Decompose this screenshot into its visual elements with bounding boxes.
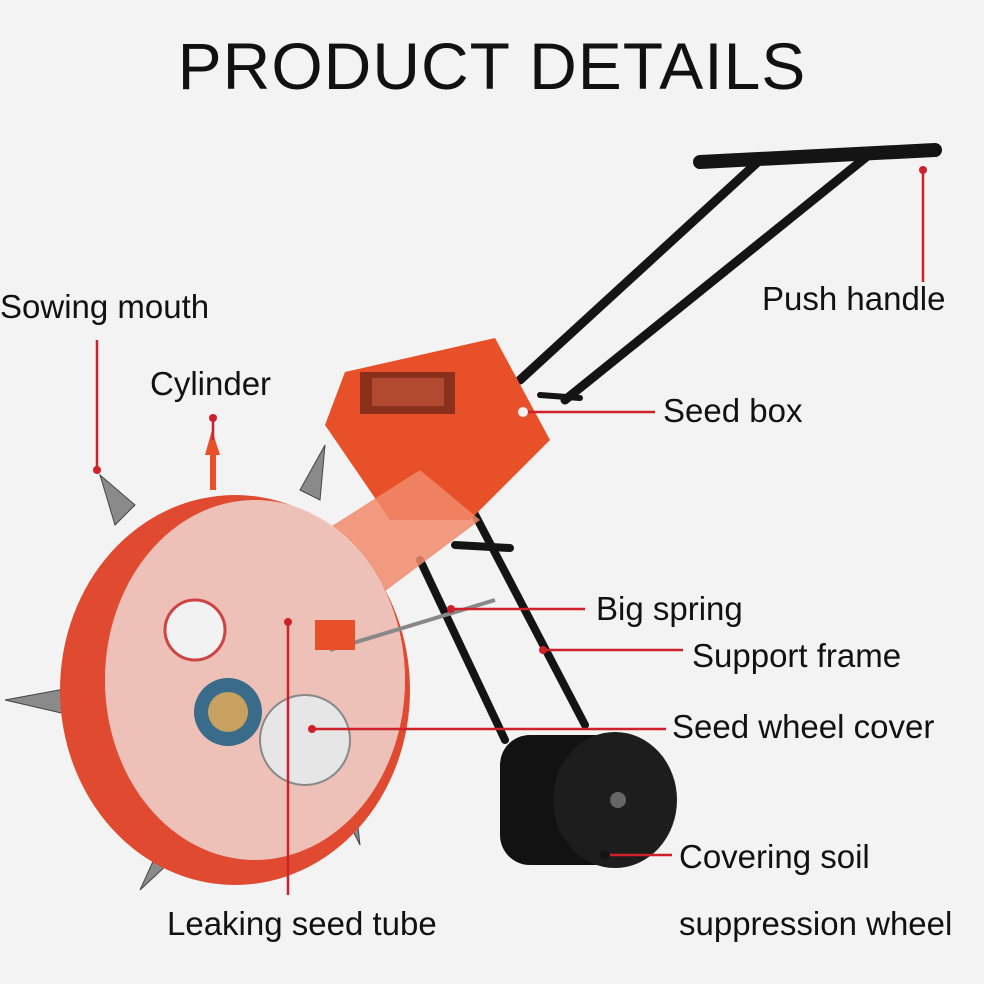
label-cylinder: Cylinder <box>150 365 272 402</box>
label-leaking-seed-tube: Leaking seed tube <box>167 905 437 942</box>
support-frame <box>416 501 589 744</box>
label-push-handle: Push handle <box>762 280 946 317</box>
push-handle-frame <box>515 143 942 405</box>
covering-soil-suppression-wheel <box>500 732 677 868</box>
label-sowing-mouth: Sowing mouth <box>0 288 210 325</box>
label-covering-soil: Covering soil <box>679 838 870 875</box>
label-suppression-wheel: suppression wheel <box>679 905 953 942</box>
seed-box <box>325 338 550 520</box>
label-support-frame: Support frame <box>692 637 902 674</box>
drum-wheel <box>60 430 410 885</box>
label-seed-wheel-cover: Seed wheel cover <box>672 708 935 745</box>
page-title: PRODUCT DETAILS <box>177 29 807 103</box>
label-seed-box: Seed box <box>663 392 803 429</box>
leader-dots <box>93 166 927 860</box>
label-big-spring: Big spring <box>596 590 743 627</box>
